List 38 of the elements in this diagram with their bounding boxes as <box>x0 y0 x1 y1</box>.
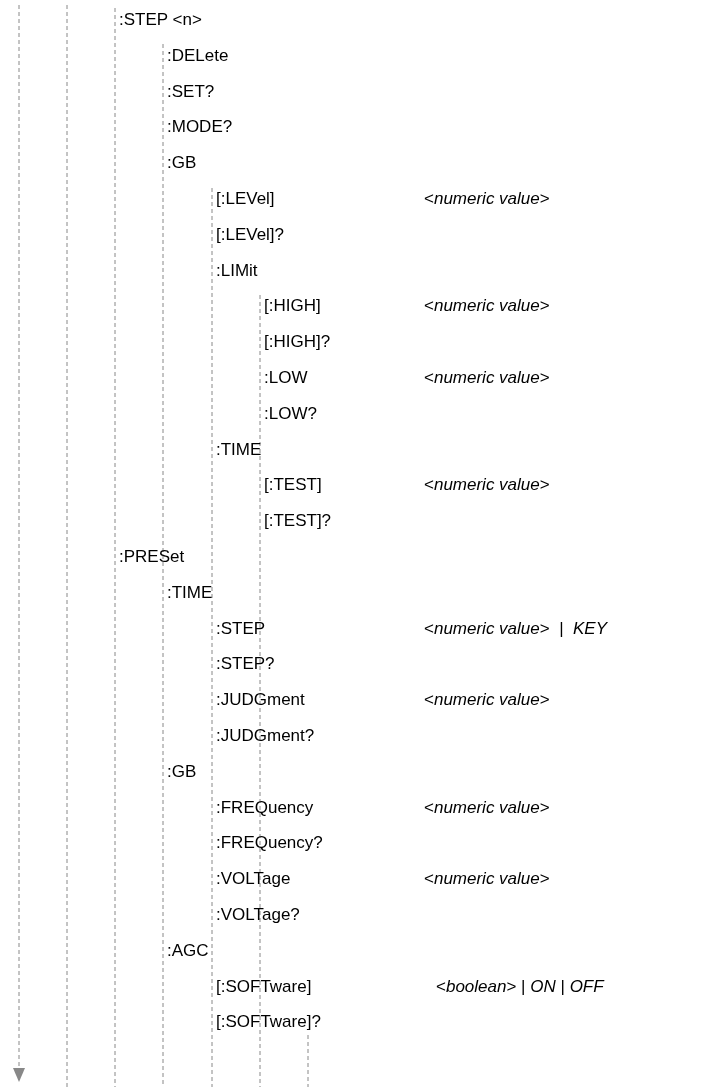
command-text: [:SOFTware]? <box>216 1012 321 1033</box>
command-text: :JUDGment? <box>216 726 315 746</box>
command-text: :SET? <box>167 81 215 102</box>
command-text: :STEP? <box>216 654 275 675</box>
parameter-text: <numeric value> <box>424 797 550 818</box>
command-text: :TIME <box>216 439 262 460</box>
parameter-text: <numeric value> <box>424 189 550 209</box>
command-text: :LOW <box>264 368 308 388</box>
command-text: [:LEVel] <box>216 189 275 209</box>
parameter-text: <boolean> | ON | OFF <box>436 976 604 997</box>
parameter-text: <numeric value> <box>424 869 550 890</box>
command-text: :LOW? <box>264 403 317 424</box>
command-text: :GB <box>167 153 197 174</box>
parameter-text: <numeric value> <box>424 368 550 388</box>
command-text: :LIMit <box>216 260 258 281</box>
command-text: [:SOFTware] <box>216 976 312 997</box>
command-text: :DELete <box>167 45 229 66</box>
command-text: :FREQuency? <box>216 833 323 854</box>
command-text: [:LEVel]? <box>216 224 285 245</box>
command-text: :VOLTage <box>216 869 291 890</box>
command-text: :MODE? <box>167 117 233 138</box>
command-text: :GB <box>167 761 197 782</box>
command-text: :JUDGment <box>216 690 305 711</box>
parameter-text: <numeric value> <box>424 296 550 317</box>
command-text: :VOLTage? <box>216 905 300 925</box>
command-text: :FREQuency <box>216 797 314 818</box>
command-text: :STEP <box>216 618 266 639</box>
command-text: [:TEST]? <box>264 511 332 532</box>
command-text: [:HIGH]? <box>264 332 331 353</box>
parameter-text: <numeric value> <box>424 475 550 496</box>
command-text: :AGC <box>167 940 209 961</box>
command-text: :STEP <n> <box>119 10 202 30</box>
command-text: :PRESet <box>119 547 185 567</box>
parameter-text: <numeric value> <box>424 690 550 711</box>
parameter-text: <numeric value> | KEY <box>424 618 608 639</box>
command-text: [:HIGH] <box>264 296 321 317</box>
command-text: :TIME <box>167 582 213 603</box>
command-text: [:TEST] <box>264 475 322 496</box>
